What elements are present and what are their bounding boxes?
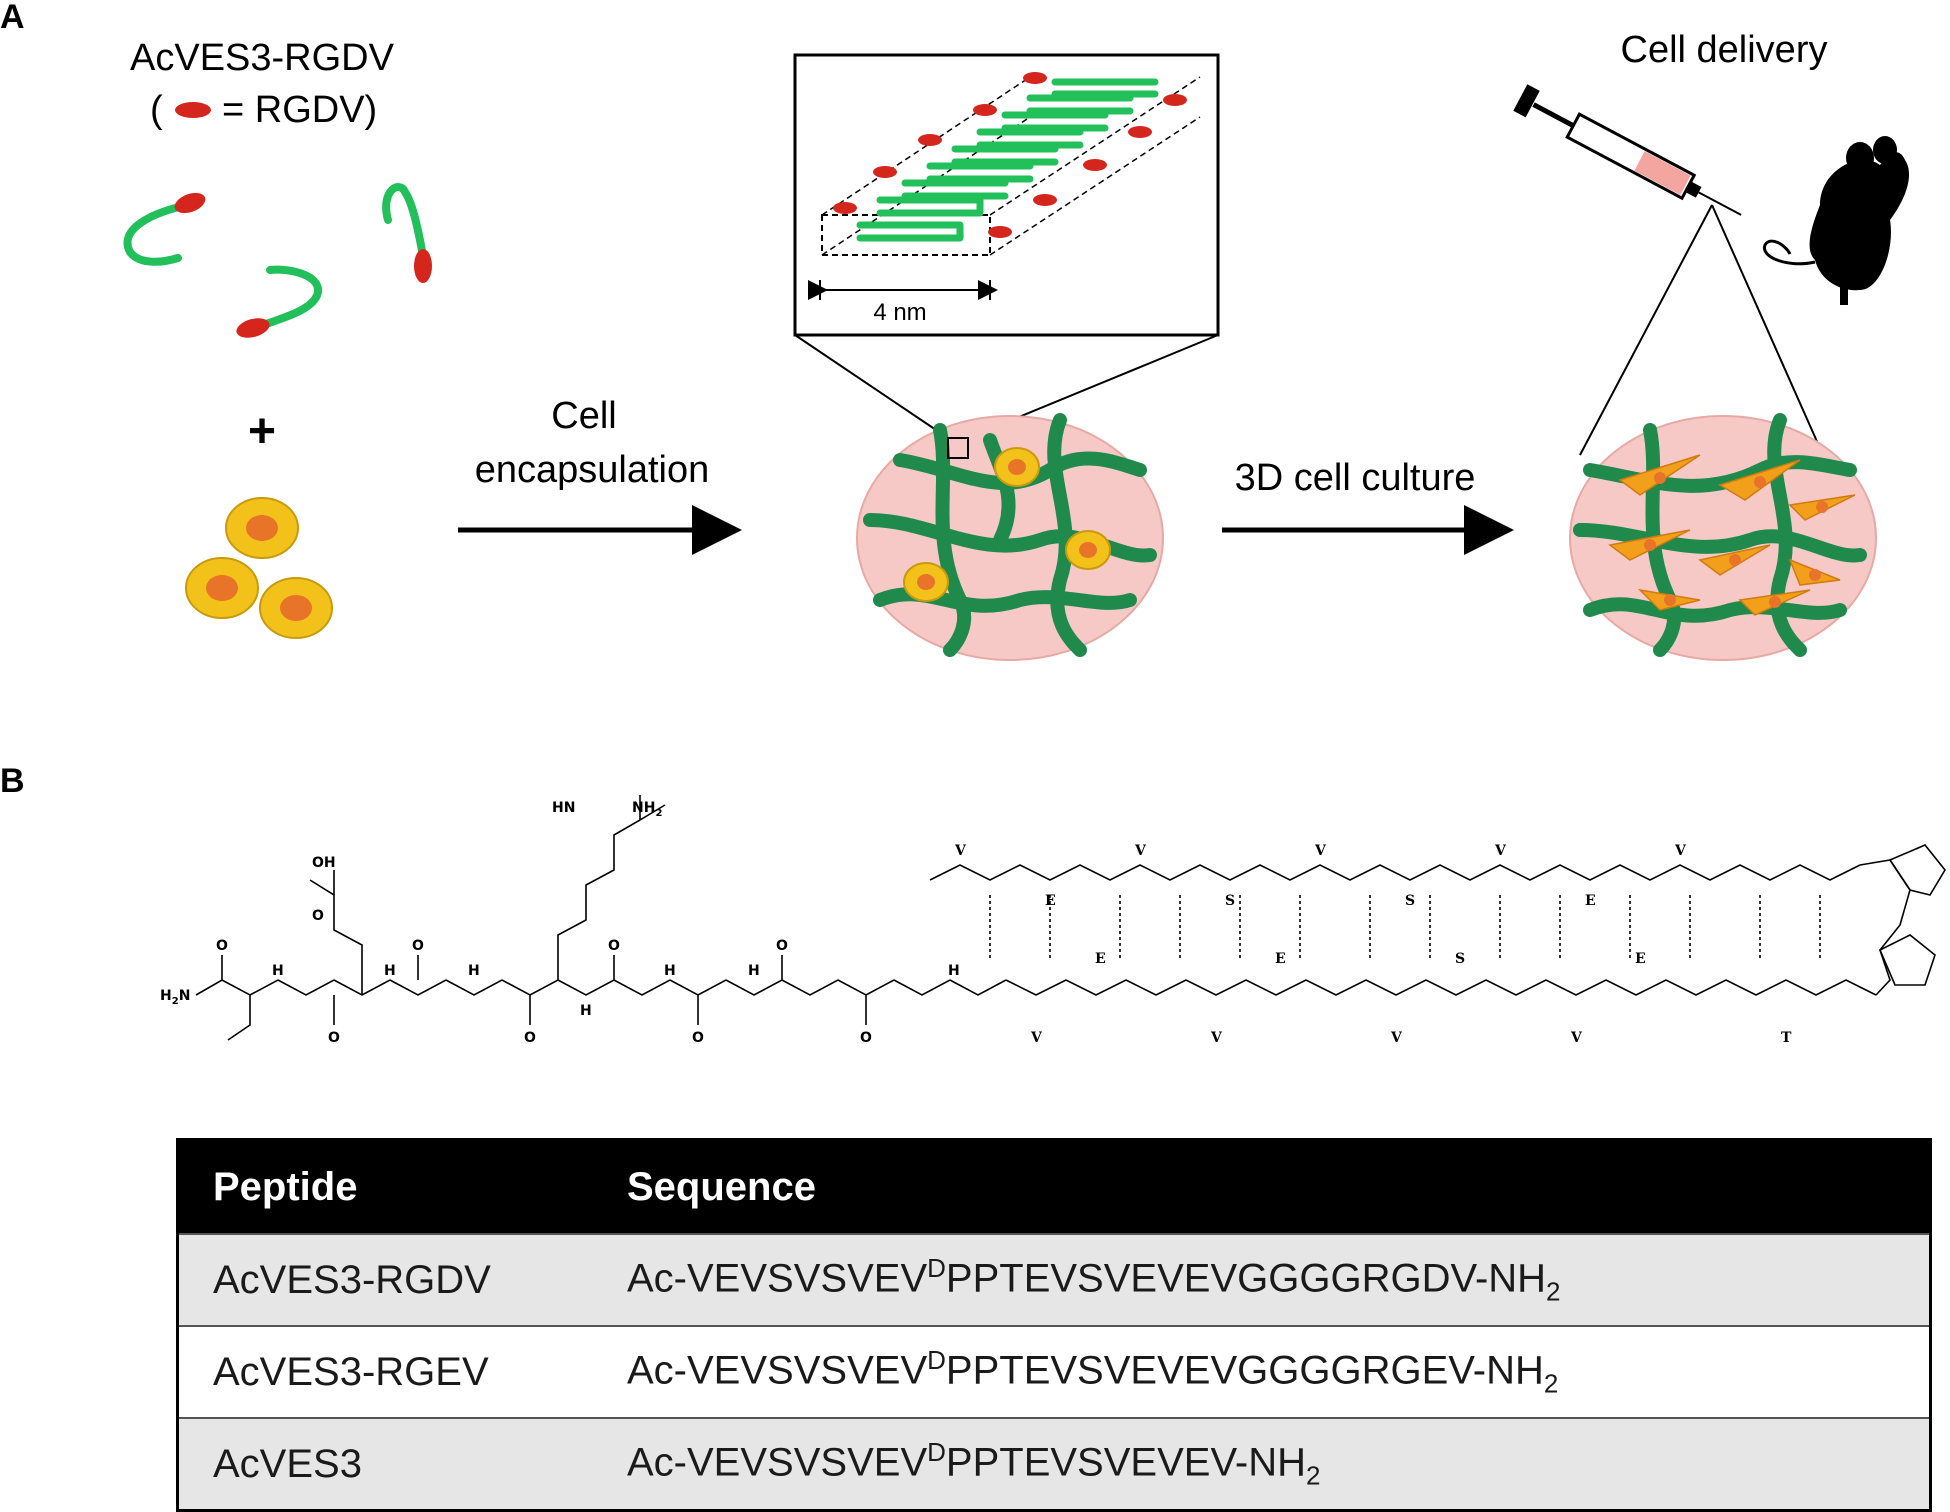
o-label: O [776,938,788,954]
t-label: T [1781,1030,1792,1046]
cell-icon [185,557,259,619]
sequence-cell: Ac-VEVSVSVEVDPPTEVSVEVEV-NH2 [627,1436,1321,1491]
o-label: O [608,938,620,954]
o-label: O [860,1030,872,1046]
nanofiber-inset [793,53,1220,337]
chemical-structure [195,795,1946,1041]
v-label: V [1494,843,1507,859]
sequence-cell: Ac-VEVSVSVEVDPPTEVSVEVEVGGGGRGEV-NH2 [627,1344,1559,1399]
chem-labels: OH HN NH2 H2N O O O O O O O O O H H H H … [160,800,1792,1046]
rgdv-symbol-icon [175,102,211,118]
e-label: E [1585,893,1596,909]
nh-label: H [580,1003,592,1019]
scale-label: 4 nm [873,299,926,326]
peptide-cell: AcVES3 [213,1441,362,1486]
delivery-zoom-line-left [1579,204,1713,456]
v-label: V [1390,1030,1403,1046]
hydrogel-round [856,413,1164,661]
h2n-label: H2N [160,988,190,1007]
v-label: V [1134,843,1147,859]
s-label: S [1455,951,1465,967]
oh-label: OH [312,855,336,871]
o-label: O [328,1030,340,1046]
header-peptide: Peptide [213,1164,358,1209]
peptide-monomer-3 [236,265,322,338]
o-label: O [216,938,228,954]
peptide-cell: AcVES3-RGDV [213,1257,491,1302]
nh-label: H [384,963,396,979]
v-label: V [1030,1030,1043,1046]
nh-label: H [468,963,480,979]
delivery-zoom-line-right [1711,204,1824,456]
hn-label: HN [552,800,575,816]
hydrogel-cultured [1569,413,1877,661]
peptide-table: Peptide Sequence AcVES3-RGDV Ac-VEVSVSVE… [176,1138,1932,1512]
nh2-label: NH2 [632,800,662,819]
legend-text: = RGDV) [222,89,377,131]
table-row: AcVES3-RGDV Ac-VEVSVSVEVDPPTEVSVEVEVGGGG… [179,1233,1929,1325]
peptide-name-label: AcVES3-RGDV [130,37,395,79]
nh-label: H [748,963,760,979]
cell-icon [994,447,1040,487]
v-label: V [1674,843,1687,859]
arrow2-label: 3D cell culture [1235,457,1476,499]
e-label: E [1095,951,1106,967]
s-label: S [1405,893,1415,909]
o-label: O [524,1030,536,1046]
v-label: V [1314,843,1327,859]
e-label: E [1275,951,1286,967]
peptide-monomer-1 [123,192,206,266]
v-label: V [1210,1030,1223,1046]
plus-sign: + [248,405,276,458]
o-label: O [692,1030,704,1046]
panel-a-letter: A [0,0,25,36]
syringe-icon [1513,84,1742,216]
panel-b-letter: B [0,762,25,800]
arrow1-label-line2: encapsulation [475,449,710,491]
o-label: O [312,908,324,924]
rgdv-legend: ( = RGDV) [150,89,377,131]
header-sequence: Sequence [627,1164,816,1209]
cell-icon [1065,530,1111,570]
v-label: V [954,843,967,859]
e-label: E [1635,951,1646,967]
table-header: Peptide Sequence [179,1141,1929,1233]
cell-cluster [185,497,333,639]
table-row: AcVES3-RGEV Ac-VEVSVSVEVDPPTEVSVEVEVGGGG… [179,1325,1929,1417]
o-label: O [412,938,424,954]
s-label: S [1225,893,1235,909]
cell-icon [903,562,949,602]
arrow1-label-line1: Cell [551,395,616,437]
table-row: AcVES3 Ac-VEVSVSVEVDPPTEVSVEVEV-NH2 [179,1417,1929,1509]
nh-label: H [272,963,284,979]
legend-open-paren: ( [150,89,163,131]
mouse-icon [1763,136,1910,305]
e-label: E [1045,893,1056,909]
sequence-cell: Ac-VEVSVSVEVDPPTEVSVEVEVGGGGRGDV-NH2 [627,1252,1561,1307]
cell-icon [259,577,333,639]
peptide-monomer-2 [382,183,432,283]
v-label: V [1570,1030,1583,1046]
peptide-cell: AcVES3-RGEV [213,1349,489,1394]
nh-label: H [948,963,960,979]
nh-label: H [664,963,676,979]
zoom-line-left [794,334,949,439]
cell-icon [225,497,299,559]
delivery-label: Cell delivery [1621,29,1828,71]
